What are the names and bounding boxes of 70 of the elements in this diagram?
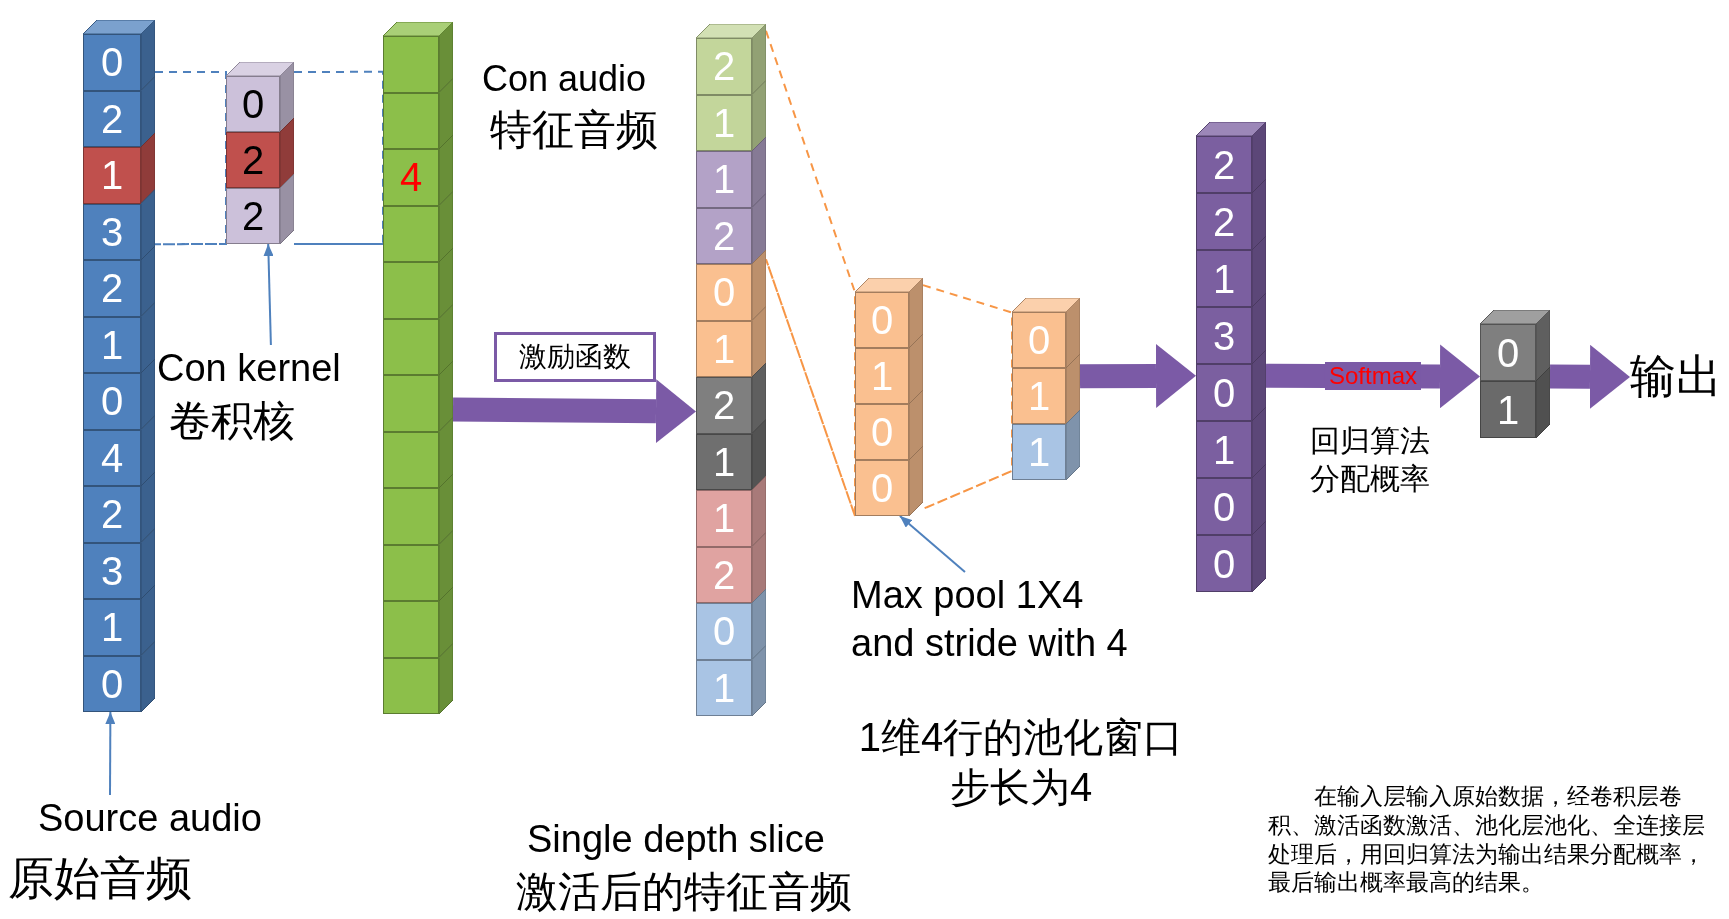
number-cube: 0	[83, 373, 141, 430]
number-cube: 2	[696, 38, 752, 95]
leader-line	[105, 711, 116, 796]
number-cube: 2	[696, 377, 752, 434]
number-cube: 0	[226, 76, 280, 132]
number-cube: 1	[696, 659, 752, 716]
number-cube: 3	[1196, 307, 1252, 364]
number-cube: 2	[1196, 193, 1252, 250]
number-cube: 1	[696, 151, 752, 208]
caption-text: Con audio	[482, 57, 647, 101]
number-cube: 3	[83, 542, 141, 599]
number-cube: 0	[696, 264, 752, 321]
number-cube: 2	[226, 132, 280, 188]
number-cube: 1	[1196, 250, 1252, 307]
edge-label: 激励函数	[493, 331, 656, 382]
leader-line	[898, 515, 966, 573]
number-cube: 4	[383, 149, 439, 206]
number-cube: 1	[1480, 381, 1536, 438]
number-cube: 0	[1012, 312, 1066, 368]
number-cube: 4	[83, 429, 141, 486]
caption-text: Max pool 1X4 and stride with 4	[851, 573, 1129, 666]
caption-text: 原始音频	[8, 851, 192, 906]
number-cube: 0	[1196, 364, 1252, 421]
block-arrow	[452, 379, 696, 444]
number-cube: 0	[83, 655, 141, 712]
caption-text: Source audio	[38, 796, 262, 841]
number-cube: 2	[226, 188, 280, 244]
leader-line	[263, 243, 274, 346]
block-arrow	[1549, 344, 1630, 409]
number-cube: 0	[855, 460, 909, 516]
number-cube: 2	[1196, 136, 1252, 193]
number-cube: 2	[83, 260, 141, 317]
number-cube: 0	[1196, 535, 1252, 592]
number-cube: 1	[696, 94, 752, 151]
number-cube: 1	[696, 320, 752, 377]
block-arrow	[1079, 344, 1196, 408]
number-cube: 1	[696, 490, 752, 547]
caption-text: 激活后的特征音频	[516, 867, 852, 917]
number-cube: 0	[83, 34, 141, 91]
number-cube: 1	[1012, 424, 1066, 480]
caption-text: 特征音频	[490, 105, 658, 155]
number-cube: 2	[696, 207, 752, 264]
number-cube: 1	[696, 433, 752, 490]
number-cube: 0	[855, 404, 909, 460]
caption-text: Con kernel	[157, 346, 341, 391]
caption-text: 卷积核	[169, 396, 295, 446]
number-cube: 1	[83, 599, 141, 656]
number-cube: 3	[83, 203, 141, 260]
output-text: 输出	[1630, 349, 1722, 404]
projection-line	[765, 29, 856, 517]
number-cube: 0	[855, 292, 909, 348]
number-cube: 2	[83, 486, 141, 543]
projection-line	[293, 70, 384, 246]
projection-line	[922, 284, 1013, 510]
caption-text: 回归算法分配概率	[1309, 423, 1431, 497]
number-cube: 2	[83, 90, 141, 147]
projection-line	[154, 70, 227, 246]
number-cube: 1	[855, 348, 909, 404]
number-cube: 2	[696, 546, 752, 603]
number-cube: 0	[696, 603, 752, 660]
number-cube: 1	[1012, 368, 1066, 424]
caption-text: 1维4行的池化窗口步长为4	[857, 714, 1185, 811]
caption-text: Single depth slice	[527, 817, 825, 862]
edge-label: Softmax	[1325, 362, 1421, 391]
number-cube: 0	[1196, 478, 1252, 535]
number-cube: 1	[83, 147, 141, 204]
number-cube: 1	[83, 316, 141, 373]
number-cube: 0	[1480, 324, 1536, 381]
number-cube: 1	[1196, 421, 1252, 478]
note-paragraph: 在输入层输入原始数据，经卷积层卷积、激活函数激活、池化层池化、全连接层处理后，用回归算法为输出结果分配概率，最后输出概率最高的结果。	[1268, 782, 1706, 897]
